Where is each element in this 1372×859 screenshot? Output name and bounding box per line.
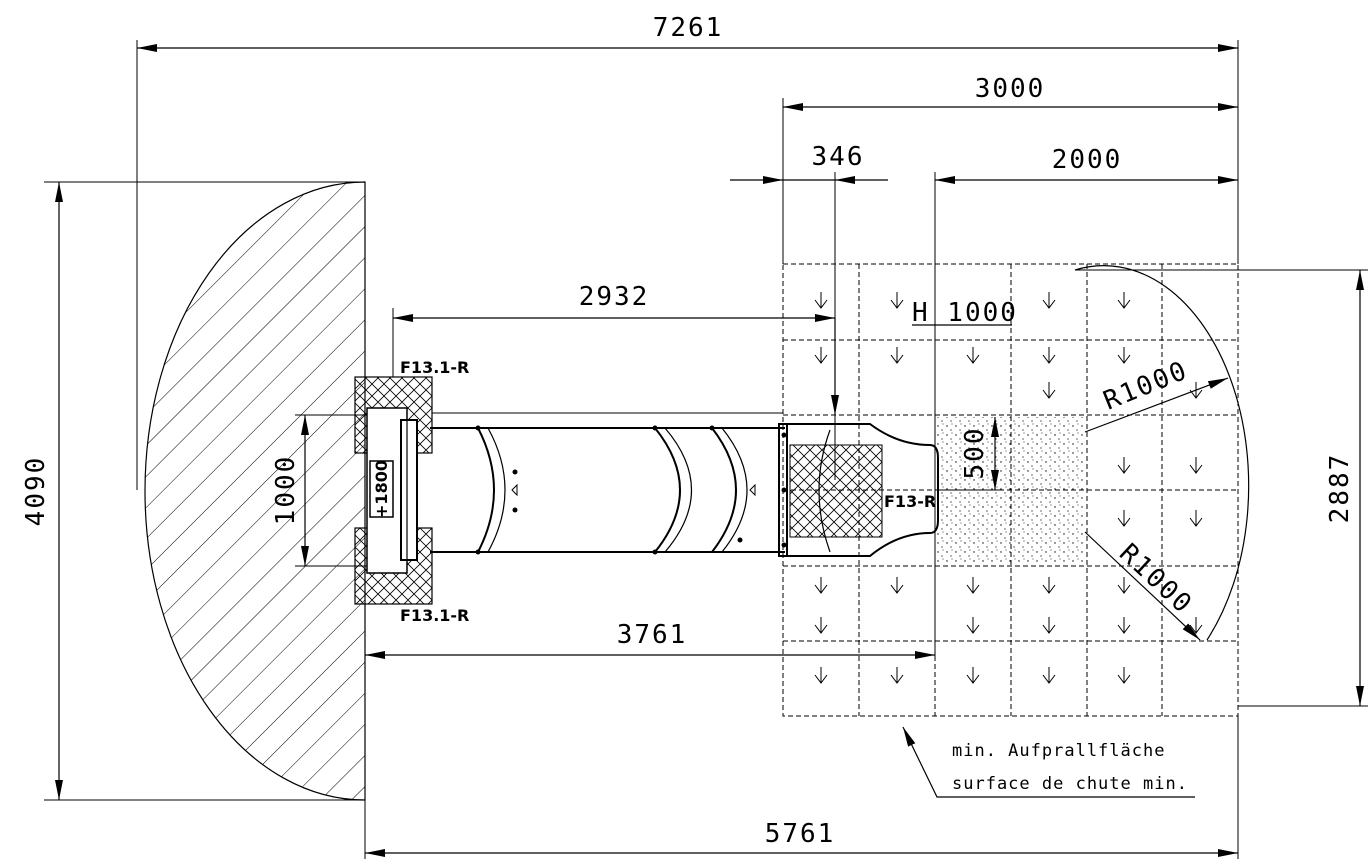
- dim-height-total: 4090: [21, 456, 51, 527]
- f13-label: F13-R: [884, 492, 936, 511]
- platform-height-label: +1800: [372, 460, 391, 518]
- height-tag: H 1000: [912, 298, 1018, 328]
- dim-slide-run: 3761: [617, 620, 688, 650]
- dim-right-inner: 2000: [1052, 145, 1123, 175]
- f131-label-top: F13.1-R: [400, 358, 469, 377]
- radius-label-top: R1000: [1099, 356, 1192, 417]
- dim-overall-width: 7261: [653, 13, 724, 43]
- dimension-lines: [55, 44, 1364, 857]
- f131-label-bottom: F13.1-R: [400, 606, 469, 625]
- slide-tube: [430, 425, 785, 555]
- dim-platform: 1000: [271, 455, 301, 526]
- dim-exit-width: 500: [960, 427, 990, 480]
- note-line1: min. Aufprallfläche: [952, 741, 1165, 761]
- left-fall-zone: [144, 181, 366, 801]
- slide-exit: [778, 423, 939, 557]
- dim-bottom-total: 5761: [765, 819, 836, 849]
- note-line2: surface de chute min.: [952, 774, 1188, 794]
- radius-label-bottom: R1000: [1113, 538, 1198, 620]
- dim-height-right: 2887: [1325, 453, 1355, 524]
- dim-slide-length: 2932: [579, 282, 650, 312]
- start-platform: [354, 376, 433, 605]
- dim-offset: 346: [812, 142, 865, 172]
- dim-right-zone: 3000: [975, 74, 1046, 104]
- extension-lines: [44, 40, 1368, 859]
